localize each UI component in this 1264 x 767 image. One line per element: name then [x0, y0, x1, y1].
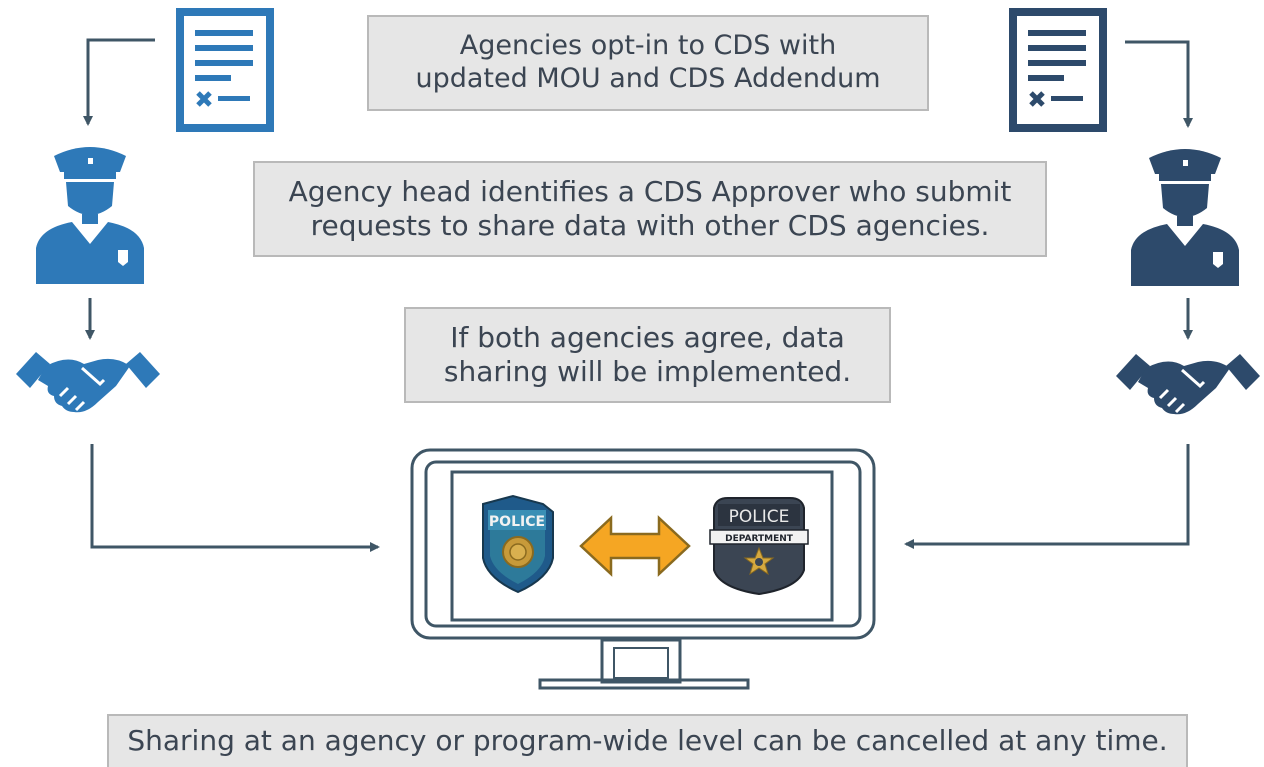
- right-doc-connector: [1125, 40, 1193, 128]
- cancellation-note-box: Sharing at an agency or program-wide lev…: [107, 714, 1188, 767]
- opt-in-step-box: Agencies opt-in to CDS with updated MOU …: [367, 15, 929, 111]
- right-document-icon: [1009, 8, 1107, 132]
- right-badge-band-label: DEPARTMENT: [725, 534, 794, 544]
- approver-step-text: Agency head identifies a CDS Approver wh…: [288, 174, 1012, 242]
- right-police-department-badge-icon: POLICE DEPARTMENT: [709, 497, 809, 596]
- approver-step-box: Agency head identifies a CDS Approver wh…: [253, 161, 1047, 257]
- agreement-step-box: If both agencies agree, data sharing wil…: [404, 307, 891, 403]
- left-doc-connector: [83, 38, 155, 126]
- left-officer-icon: [36, 147, 144, 284]
- cancellation-note-text: Sharing at an agency or program-wide lev…: [127, 724, 1168, 758]
- left-monitor-connector: [90, 444, 380, 552]
- right-monitor-connector: [904, 444, 1190, 549]
- right-officer-icon: [1131, 149, 1239, 286]
- left-police-badge-icon: POLICE: [482, 494, 554, 594]
- monitor-icon: [410, 448, 876, 690]
- left-document-icon: [176, 8, 274, 132]
- left-badge-label: POLICE: [489, 514, 545, 530]
- agreement-step-text: If both agencies agree, data sharing wil…: [443, 320, 852, 388]
- right-badge-top-label: POLICE: [729, 507, 790, 527]
- exchange-double-arrow-icon: [579, 515, 691, 577]
- right-handshake-icon: [1114, 352, 1262, 416]
- left-handshake-icon: [14, 350, 162, 414]
- opt-in-step-text: Agencies opt-in to CDS with updated MOU …: [415, 30, 881, 94]
